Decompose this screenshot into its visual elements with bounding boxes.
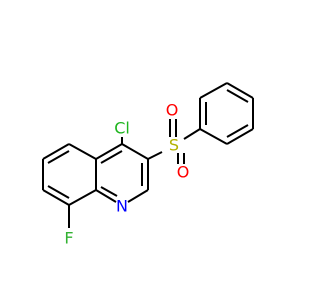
bond-c4-c3	[121, 143, 149, 160]
atom-s-label: S	[169, 136, 179, 155]
bond-n1-c8a	[95, 189, 117, 203]
atom-n-label: N	[116, 197, 128, 216]
bond-c2-n1	[127, 189, 149, 203]
molecule-structure: Cl S O O N F	[42, 82, 254, 248]
atom-cl-label: Cl	[114, 119, 130, 138]
bond-c5-c6	[42, 143, 70, 160]
structure-canvas: Cl S O O N F	[42, 82, 254, 248]
bond-n1-c8a-inner	[100, 186, 118, 197]
bond-s-phenyl	[183, 128, 201, 140]
bond-ph6-ph1	[199, 128, 228, 145]
bond-ph3-ph4	[226, 82, 254, 99]
bond-c3-s	[147, 151, 163, 160]
bond-ph2-ph3	[199, 82, 228, 99]
bond-c4a-c4-inner	[100, 150, 123, 164]
atom-o-bottom-label: O	[177, 163, 190, 182]
bond-c5-c6-inner	[47, 150, 70, 164]
bond-c4a-c5	[68, 143, 97, 160]
bond-c8-c8a	[68, 189, 97, 206]
atom-f-label: F	[64, 229, 73, 248]
atom-o-top-label: O	[166, 101, 179, 120]
bond-c7-c8-inner	[47, 185, 70, 199]
bond-ph5-ph6-inner	[226, 124, 249, 138]
bond-ph3-ph4-inner	[226, 89, 249, 103]
bond-c7-c8	[42, 189, 70, 206]
bond-c4a-c4	[95, 143, 123, 160]
bond-ph5-ph6	[226, 128, 254, 145]
